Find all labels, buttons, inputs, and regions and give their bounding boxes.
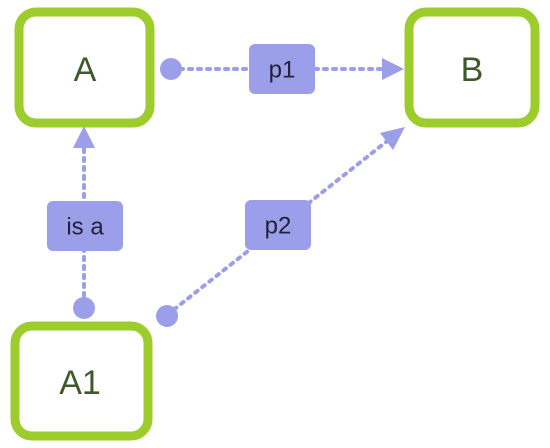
edge-label-p1[interactable]: p1	[249, 44, 315, 94]
edge-is-a-arrowhead	[73, 126, 95, 148]
edge-label-p1-text: p1	[269, 57, 296, 84]
edge-label-p2-box	[245, 200, 311, 250]
node-b-box	[404, 7, 540, 128]
node-a-box	[14, 7, 155, 128]
node-a[interactable]: A	[14, 7, 155, 128]
node-a1[interactable]: A1	[10, 321, 153, 441]
edge-label-p2[interactable]: p2	[245, 200, 311, 250]
edge-p1-arrowhead	[382, 58, 404, 80]
edge-label-is-a[interactable]: is a	[47, 201, 123, 251]
edge-p1-source-dot	[160, 58, 182, 80]
edge-label-p2-text: p2	[265, 213, 292, 240]
node-a1-label: A1	[59, 364, 101, 402]
edge-is-a-source-dot	[73, 297, 95, 319]
node-b-label: B	[461, 51, 484, 89]
node-a1-box	[10, 321, 153, 441]
edge-label-is-a-text: is a	[66, 214, 104, 241]
edge-label-p1-box	[249, 44, 315, 94]
node-a-label: A	[74, 51, 97, 89]
edge-p2-source-dot	[156, 305, 178, 327]
edge-label-is-a-box	[47, 201, 123, 251]
edge-p2-arrowhead	[380, 127, 405, 150]
node-b[interactable]: B	[404, 7, 540, 128]
